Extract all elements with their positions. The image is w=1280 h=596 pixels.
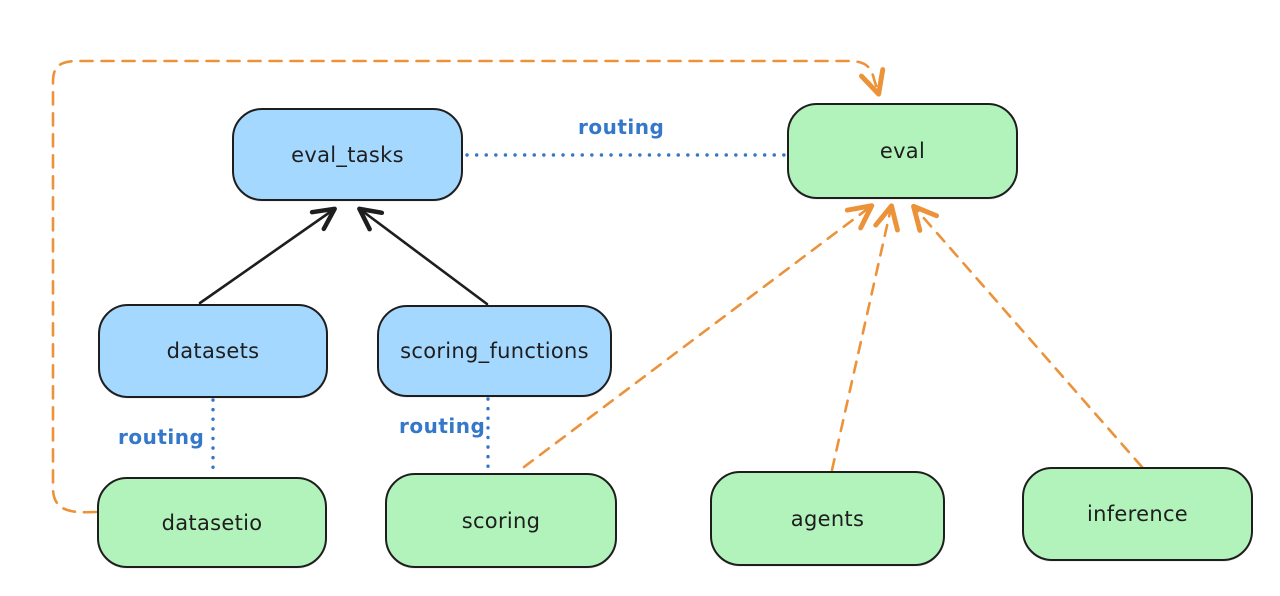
node-eval[interactable]: eval	[787, 103, 1018, 199]
node-scoring-functions[interactable]: scoring_functions	[377, 305, 612, 397]
edge-scoring-to-eval-dashed	[522, 203, 875, 469]
node-scoring-functions-label: scoring_functions	[400, 339, 589, 363]
node-datasets[interactable]: datasets	[98, 304, 328, 398]
node-datasetio-label: datasetio	[161, 510, 263, 535]
node-eval-label: eval	[879, 139, 926, 163]
node-datasetio[interactable]: datasetio	[97, 477, 327, 568]
node-eval-tasks[interactable]: eval_tasks	[232, 108, 463, 201]
edge-scoring-functions-to-eval-tasks	[357, 206, 489, 306]
node-inference-label: inference	[1086, 502, 1189, 526]
node-scoring-label: scoring	[461, 508, 541, 533]
node-inference[interactable]: inference	[1022, 467, 1253, 561]
edge-inference-to-eval-dashed	[911, 203, 1144, 469]
node-datasets-label: datasets	[166, 339, 260, 363]
edge-label-routing-datasets-datasetio: routing	[118, 425, 205, 449]
node-scoring[interactable]: scoring	[385, 473, 617, 568]
edge-agents-to-eval-dashed	[830, 203, 900, 472]
edge-label-routing-scoring-functions-scoring: routing	[399, 414, 486, 438]
edge-datasets-to-eval-tasks	[198, 206, 337, 305]
edge-label-routing-eval-tasks-eval: routing	[578, 115, 665, 139]
node-agents[interactable]: agents	[710, 471, 945, 566]
node-eval-tasks-label: eval_tasks	[291, 142, 404, 167]
edge-datasetio-to-eval-dashed	[51, 59, 886, 514]
node-agents-label: agents	[790, 506, 865, 531]
